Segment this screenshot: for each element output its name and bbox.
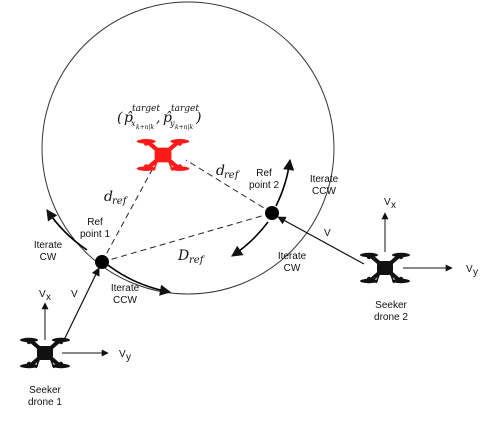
arc-iterate-ccw-left [103, 261, 172, 296]
svg-text:d: d [216, 163, 225, 179]
seeker2-v-label: V [324, 228, 331, 239]
target-drone-icon [137, 139, 190, 171]
svg-text:V: V [384, 197, 391, 208]
dref-line-1 [101, 169, 153, 263]
seeker1-vy-label: V y [119, 349, 131, 363]
seeker2-vx-label: V x [384, 197, 396, 211]
Dref-label: D ref [177, 248, 206, 266]
seeker-drone-2-icon [358, 250, 412, 286]
iterate-cw-left-line1: Iterate [34, 240, 63, 251]
seeker2-vy-label: V y [466, 264, 478, 278]
ref1-label-line2: point 1 [80, 229, 110, 240]
svg-text:ref: ref [189, 255, 206, 266]
svg-text:d: d [104, 189, 113, 205]
seeker2-name-line1: Seeker [375, 300, 407, 311]
svg-text:p̂: p̂ [163, 110, 172, 126]
svg-text:y: y [126, 352, 131, 363]
svg-text:x: x [131, 119, 136, 128]
svg-text:D: D [177, 248, 189, 264]
svg-text:ref: ref [112, 196, 129, 207]
iterate-cw-left-line2: CW [40, 252, 57, 263]
target-position-label: ( p̂ target x k+n|k , p̂ target y k+n|k … [117, 104, 201, 131]
ref2-label-line1: Ref [256, 168, 272, 179]
svg-text:k+n|k: k+n|k [175, 124, 194, 131]
svg-text:p̂: p̂ [124, 110, 133, 126]
ref2-label-line2: point 2 [249, 180, 279, 191]
svg-text:k+n|k: k+n|k [136, 124, 155, 131]
ref1-label-line1: Ref [87, 217, 103, 228]
iterate-ccw-right-line1: Iterate [310, 174, 339, 185]
iterate-cw-right-line2: CW [284, 263, 301, 274]
svg-text:target: target [132, 104, 160, 114]
svg-text:y: y [473, 267, 478, 278]
arc-iterate-ccw-right [275, 158, 295, 207]
svg-text:y: y [169, 119, 175, 128]
svg-text:): ) [195, 110, 201, 126]
svg-text:x: x [391, 200, 396, 211]
seeker1-v-label: V [71, 289, 78, 300]
seeker1-name-line2: drone 1 [28, 397, 62, 408]
svg-text:x: x [46, 292, 51, 303]
svg-text:V: V [466, 264, 473, 275]
ref-point-2 [265, 206, 279, 220]
ref-point-1 [95, 255, 109, 269]
iterate-cw-right-line1: Iterate [278, 251, 307, 262]
svg-text:target: target [171, 104, 199, 114]
arc-iterate-cw-left [46, 209, 88, 251]
svg-text:(: ( [117, 110, 123, 126]
orbit-circle [41, 1, 335, 295]
seeker2-name-line2: drone 2 [374, 312, 408, 323]
dref-label-1: d ref [104, 189, 129, 207]
seeker1-name-line1: Seeker [29, 385, 61, 396]
iterate-ccw-left-line2: CCW [113, 295, 137, 306]
dref-label-2: d ref [216, 163, 241, 181]
svg-text:V: V [39, 289, 46, 300]
seeker2-velocity-arrow [277, 216, 365, 265]
iterate-ccw-left-line1: Iterate [111, 283, 140, 294]
svg-text:,: , [156, 110, 160, 126]
iterate-ccw-right-line2: CCW [312, 186, 336, 197]
seeker1-vx-label: V x [39, 289, 51, 303]
svg-text:ref: ref [224, 170, 241, 181]
svg-text:V: V [119, 349, 126, 360]
arc-iterate-cw-right [231, 221, 269, 257]
seeker1-velocity-arrow [63, 267, 100, 341]
dref-line-2 [185, 159, 273, 214]
